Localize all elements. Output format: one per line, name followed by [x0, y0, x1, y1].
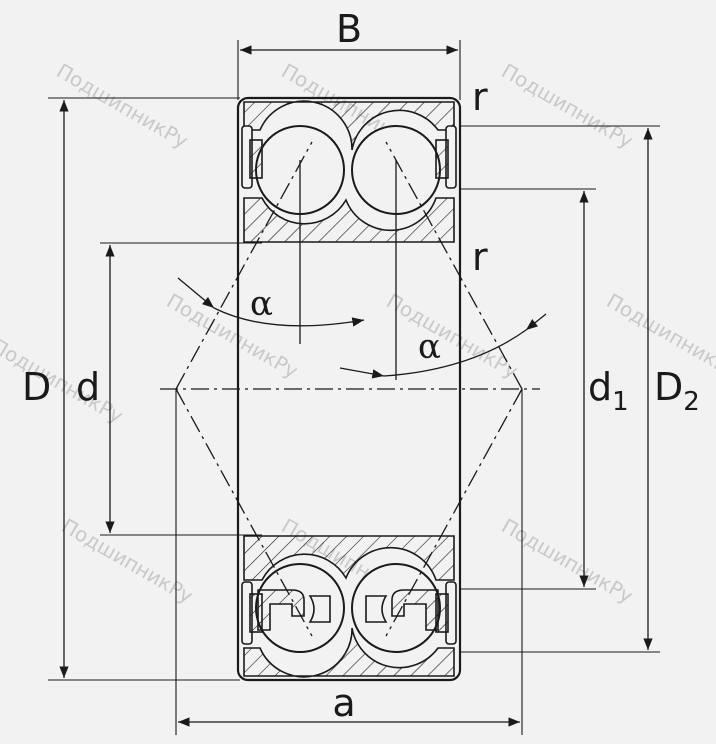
watermark: ПодшипникРу	[163, 289, 303, 384]
ball-axis-lines	[299, 160, 397, 380]
label-d1-main: d	[588, 365, 612, 409]
watermark: ПодшипникРу	[498, 59, 638, 154]
dimension-labels: B r r D d d1 D2 α α a	[22, 7, 700, 725]
inner-ring-bottom	[243, 535, 455, 581]
seal-bottom-right	[435, 581, 457, 645]
label-B: B	[336, 7, 362, 51]
label-alpha-right: α	[418, 327, 441, 367]
label-d1: d1	[588, 365, 629, 417]
label-d1-sub: 1	[612, 387, 629, 417]
label-D: D	[22, 365, 51, 409]
watermark: ПодшипникРу	[53, 59, 193, 154]
seal-top-left	[241, 125, 263, 189]
seal-bottom-left	[241, 581, 263, 645]
cage-bottom-right	[391, 589, 439, 631]
seal-top-right	[435, 125, 457, 189]
outer-ring-bottom	[243, 627, 455, 678]
outer-ring-top	[243, 100, 455, 151]
label-r-mid: r	[472, 235, 488, 279]
label-d: d	[76, 365, 100, 409]
label-alpha-left: α	[250, 284, 273, 324]
cage-bottom-left-tip	[308, 595, 331, 623]
label-a: a	[332, 681, 355, 725]
inner-ring-top	[243, 197, 455, 243]
watermark: ПодшипникРу	[498, 514, 638, 609]
dimension-lines	[59, 45, 653, 727]
watermarks: ПодшипникРу ПодшипникРу ПодшипникРу Подш…	[0, 59, 716, 609]
angle-arcs	[177, 277, 547, 379]
label-r-top: r	[472, 75, 488, 119]
construction-lines	[160, 141, 540, 637]
watermark: ПодшипникРу	[383, 289, 523, 384]
label-D2-sub: 2	[683, 387, 700, 417]
label-D2-main: D	[654, 365, 683, 409]
extension-lines	[48, 40, 660, 735]
label-D2: D2	[654, 365, 700, 417]
cage-bottom-right-tip	[365, 595, 388, 623]
